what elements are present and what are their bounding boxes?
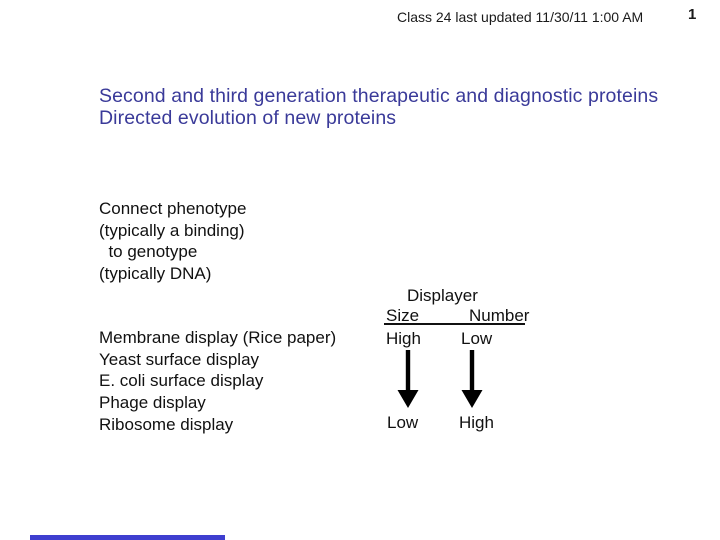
intro-line: (typically DNA) [99, 263, 212, 283]
page-number: 1 [688, 6, 697, 23]
intro-line: (typically a binding) [99, 220, 245, 240]
size-bottom-value: Low [387, 413, 419, 432]
display-method-item: Phage display [99, 393, 206, 413]
slide-title-line-2: Directed evolution of new proteins [99, 107, 397, 130]
bottom-accent-bar [30, 535, 225, 540]
intro-text-block: Connect phenotype (typically a binding) … [99, 198, 246, 284]
display-method-item: E. coli surface display [99, 371, 264, 391]
display-method-item: Ribosome display [99, 414, 234, 434]
header-note: Class 24 last updated 11/30/11 1:00 AM [397, 9, 644, 25]
number-top-value: Low [461, 329, 493, 348]
slide-title: Second and third generation therapeutic … [99, 85, 689, 130]
intro-line: to genotype [99, 242, 198, 261]
number-column-header: Number [469, 306, 530, 325]
size-column-header: Size [386, 306, 420, 325]
intro-line: Connect phenotype [99, 199, 247, 218]
down-arrow-size-icon [397, 350, 419, 408]
size-top-value: High [386, 329, 421, 348]
number-bottom-value: High [459, 413, 494, 432]
column-headers-underline [384, 305, 525, 325]
display-method-item: Membrane display (Rice paper) [99, 328, 337, 347]
down-arrow-number-icon [461, 350, 483, 408]
display-methods-list: Membrane display (Rice paper) Yeast surf… [99, 327, 336, 436]
display-method-item: Yeast surface display [99, 349, 260, 369]
displayer-group-label: Displayer [407, 286, 478, 305]
slide-title-line-1: Second and third generation therapeutic … [99, 85, 659, 107]
